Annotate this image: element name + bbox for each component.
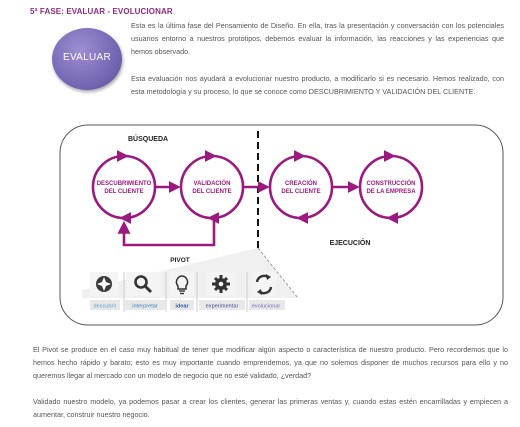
lightbulb-icon xyxy=(175,275,189,295)
circle-discovery: DESCUBRIMIENTO DEL CLIENTE xyxy=(91,150,157,224)
pivot-loop-arrow xyxy=(117,219,216,247)
step-descubrir: descubrir xyxy=(90,272,120,310)
intro-paragraph-1: Esta es la última fase del Pensamiento d… xyxy=(131,21,504,56)
circle-label-line1: CREACIÓN xyxy=(285,179,317,187)
circle-label-line2: DEL CLIENTE xyxy=(192,189,231,195)
circle-company: CONSTRUCCIÓN DE LA EMPRESA xyxy=(358,150,424,224)
circle-label-line2: DE LA EMPRESA xyxy=(366,189,416,195)
circle-label-line2: DEL CLIENTE xyxy=(281,189,320,195)
search-label: BÚSQUEDA xyxy=(128,134,168,143)
evaluar-badge: EVALUAR xyxy=(52,28,122,90)
badge-label: EVALUAR xyxy=(62,52,112,63)
step-evolucionar: evolucionar xyxy=(249,272,285,310)
wedge-line xyxy=(257,247,299,299)
circle-creation: CREACIÓN DEL CLIENTE xyxy=(268,150,334,224)
step-label: descubrir xyxy=(93,304,116,310)
intro-paragraph-2: Esta evaluación nos ayudará a evoluciona… xyxy=(131,74,504,96)
circle-validation: VALIDACIÓN DEL CLIENTE xyxy=(179,150,245,224)
diagram-frame xyxy=(59,124,504,326)
step-experimentar: experimentar xyxy=(199,272,245,310)
step-idear: idear xyxy=(170,272,194,310)
circle-label-line1: DESCUBRIMIENTO xyxy=(97,181,152,187)
step-label: idear xyxy=(175,304,189,310)
circle-label-line1: CONSTRUCCIÓN xyxy=(367,179,416,187)
step-label: interpretar xyxy=(132,304,158,310)
step-label: experimentar xyxy=(206,304,239,310)
pivot-label: PIVOT xyxy=(170,257,190,264)
cycle-icon xyxy=(255,274,273,295)
circle-label-line2: DEL CLIENTE xyxy=(104,189,143,195)
section-title: 5ª FASE: EVALUAR - EVOLUCIONAR xyxy=(30,7,173,16)
step-interpretar: interpretar xyxy=(125,272,165,310)
gear-icon xyxy=(212,275,230,293)
step-label: evolucionar xyxy=(252,304,281,310)
body-paragraph-2: Validado nuestro modelo, ya podemos pasa… xyxy=(33,397,508,419)
circle-label-line1: VALIDACIÓN xyxy=(194,179,231,187)
execution-label: EJECUCIÓN xyxy=(330,238,371,247)
body-paragraph-1: El Pivot se produce en el caso muy habit… xyxy=(33,345,508,380)
magnifier-icon xyxy=(134,275,153,294)
